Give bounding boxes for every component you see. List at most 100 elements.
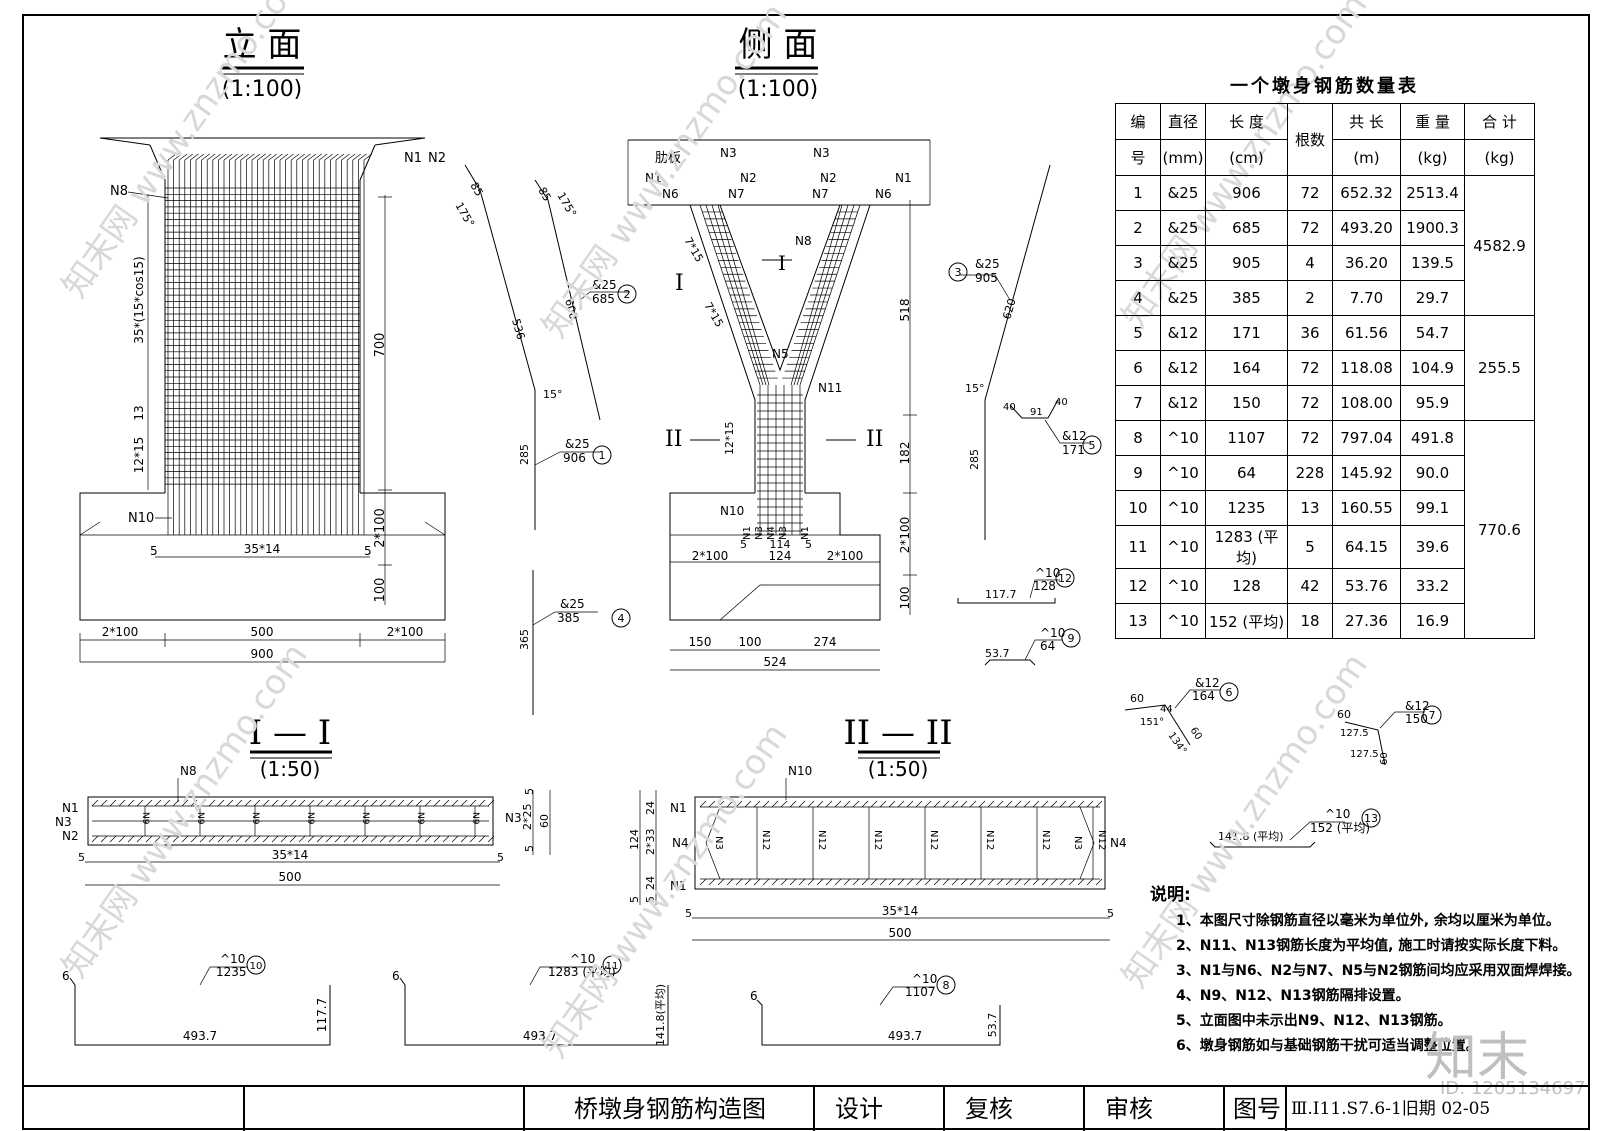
note-item: 3、N1与N6、N2与N7、N5与N2钢筋间均应采用双面焊焊接。	[1176, 963, 1581, 979]
bar3-spec: &25	[975, 257, 1000, 271]
cell-len: 685	[1205, 210, 1288, 246]
header-tot2: (m)	[1332, 139, 1401, 176]
dim-85: 85	[535, 185, 553, 204]
rebar-hook	[279, 153, 289, 161]
review-label: 审核	[1083, 1087, 1245, 1131]
dim-117-7: 117.7	[315, 998, 329, 1032]
rebar-hook	[262, 153, 272, 161]
hatch	[780, 878, 788, 886]
cell-tot: 61.56	[1332, 315, 1401, 351]
dim-127-5: 127.5	[1350, 749, 1379, 760]
label-n1: N1	[404, 151, 422, 166]
hatch	[253, 799, 261, 807]
hatch	[415, 835, 423, 843]
label-n4: N4	[672, 836, 689, 850]
label-n1: N1	[742, 526, 753, 540]
cell-wt: 139.5	[1400, 245, 1465, 281]
hatch	[960, 800, 968, 808]
dim-536: 536	[509, 317, 527, 341]
hatch	[316, 799, 324, 807]
bar1-no: 1	[599, 449, 606, 462]
bar2-spec: &25	[592, 278, 617, 292]
header-dia: 直径	[1160, 103, 1206, 140]
dim-2x33: 2*33	[644, 829, 657, 856]
hatch	[870, 878, 878, 886]
rebar-hook	[296, 153, 306, 161]
bar9-spec: ^10	[1040, 626, 1065, 640]
hatch	[181, 799, 189, 807]
hatch	[1068, 800, 1076, 808]
dim-60: 60	[1379, 752, 1390, 765]
cell-tot: 36.20	[1332, 245, 1401, 281]
dim-175: 175°	[554, 190, 579, 219]
bar12-spec: ^10	[1035, 566, 1060, 580]
dim-5: 5	[523, 788, 536, 795]
cell-cnt: 5	[1287, 525, 1333, 569]
section-mark-1: I	[778, 251, 786, 275]
cell-tot: 160.55	[1332, 490, 1401, 526]
hatch	[190, 799, 198, 807]
hatch	[1086, 878, 1094, 886]
bar2-no: 2	[624, 288, 631, 301]
hatch	[987, 878, 995, 886]
dim-141-8v: 141.8(平均)	[654, 984, 667, 1046]
hatch	[307, 799, 315, 807]
bar-11-shape	[399, 977, 669, 1046]
hatch	[262, 835, 270, 843]
dim-5: 5	[1107, 907, 1114, 920]
label-n8: N8	[795, 234, 812, 248]
leader	[529, 966, 595, 986]
rebar-hook	[358, 153, 367, 161]
hatch	[280, 835, 288, 843]
hatch	[834, 800, 842, 808]
hatch	[843, 878, 851, 886]
cell-dia: ^10	[1160, 525, 1206, 569]
hatch	[888, 878, 896, 886]
hatch	[127, 799, 135, 807]
hatch	[298, 799, 306, 807]
cell-cnt: 18	[1287, 603, 1333, 639]
label-n9: N9	[470, 812, 480, 825]
dim-5: 5	[523, 845, 536, 852]
section2-outline	[694, 796, 1106, 890]
cell-no: 2	[1115, 210, 1161, 246]
hatch	[969, 878, 977, 886]
elevation-rebar-mesh	[165, 153, 373, 535]
rebar-hook	[318, 153, 328, 161]
dim-15deg: 15°	[543, 388, 563, 401]
dim-5: 5	[685, 907, 692, 920]
note-item: 6、墩身钢筋如与基础钢筋干扰可适当调整位置。	[1176, 1038, 1480, 1054]
bar8-no: 8	[943, 979, 950, 992]
hatch	[469, 799, 477, 807]
hatch	[717, 800, 725, 808]
label-n1: N1	[895, 171, 912, 185]
end-rebar	[705, 806, 721, 880]
rebar-hook	[290, 153, 300, 161]
dim-5: 5	[644, 896, 657, 903]
dim-700: 700	[373, 333, 388, 358]
dim-40: 40	[1055, 397, 1068, 408]
hatch	[388, 835, 396, 843]
bar6-len: 164	[1192, 689, 1215, 703]
hatch	[762, 800, 770, 808]
label-n1: N1	[645, 171, 662, 185]
hatch	[807, 878, 815, 886]
dim-493-7: 493.7	[888, 1029, 922, 1043]
hatch	[816, 878, 824, 886]
hatch	[163, 835, 171, 843]
dim-175: 175°	[452, 200, 477, 229]
dim-117-7: 117.7	[985, 588, 1017, 601]
dim-285: 285	[968, 449, 981, 470]
hatch	[451, 835, 459, 843]
cell-no: 9	[1115, 455, 1161, 491]
bar-6-shape	[1124, 704, 1191, 746]
hatch	[708, 800, 716, 808]
dim-900: 900	[251, 647, 274, 661]
dim-12x15: 12*15	[132, 437, 146, 474]
hatch	[1077, 800, 1085, 808]
hatch	[789, 878, 797, 886]
hatch	[1014, 878, 1022, 886]
hatch	[726, 800, 734, 808]
